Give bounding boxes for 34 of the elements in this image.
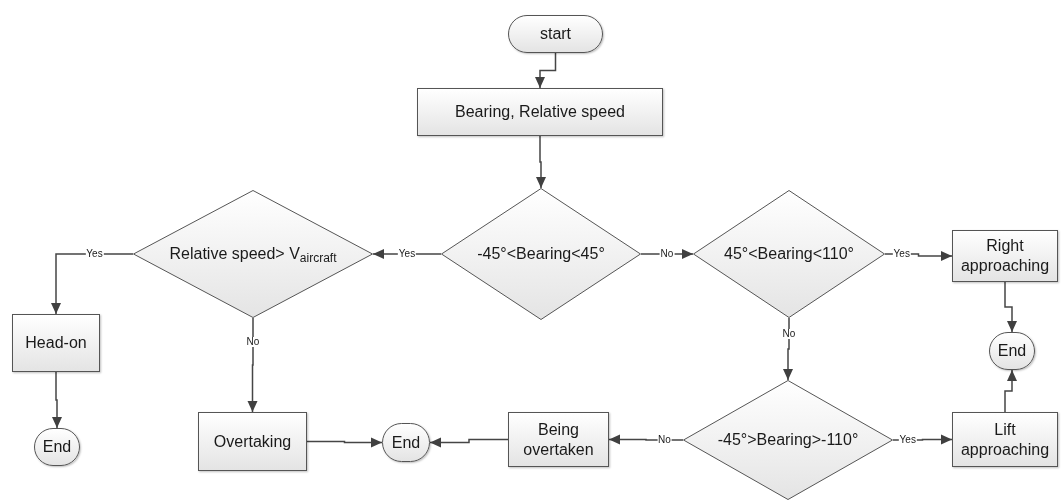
edge-label: No bbox=[245, 336, 261, 347]
decision-diamond: -45°<Bearing<45° bbox=[441, 188, 641, 320]
edge-label: No bbox=[659, 249, 675, 259]
process-box: Right approaching bbox=[952, 230, 1058, 282]
arrow bbox=[306, 437, 383, 448]
terminal-box: End bbox=[989, 332, 1035, 370]
arrow bbox=[536, 135, 546, 189]
arrow bbox=[535, 52, 557, 89]
process-box: Lift approaching bbox=[952, 412, 1058, 467]
edge-label: Yes bbox=[892, 249, 911, 259]
process-box: Being overtaken bbox=[508, 412, 609, 467]
edge-label: Yes bbox=[898, 435, 917, 445]
edge-label: No bbox=[781, 328, 797, 339]
process-box: Bearing, Relative speed bbox=[417, 88, 663, 136]
terminal-box: End bbox=[382, 423, 430, 462]
edge-label: Yes bbox=[397, 249, 417, 259]
arrow bbox=[1004, 281, 1017, 333]
arrow bbox=[608, 434, 684, 445]
process-box: Overtaking bbox=[198, 412, 307, 471]
terminal-box: End bbox=[34, 428, 80, 466]
decision-diamond: Relative speed> V$_{aircraft}$ bbox=[133, 190, 373, 318]
decision-diamond: 45°<Bearing<110° bbox=[693, 190, 885, 318]
terminal-box: start bbox=[508, 15, 603, 53]
arrow bbox=[783, 317, 793, 381]
arrow bbox=[1004, 369, 1017, 413]
arrow bbox=[52, 371, 62, 429]
arrow bbox=[892, 434, 953, 445]
process-box: Head-on bbox=[12, 314, 100, 372]
edge-label: Yes bbox=[85, 249, 104, 259]
edge-label: No bbox=[657, 435, 672, 445]
arrow bbox=[51, 253, 134, 315]
arrow bbox=[247, 317, 258, 413]
arrow bbox=[429, 437, 509, 448]
decision-diamond: -45°>Bearing>-110° bbox=[683, 380, 893, 500]
